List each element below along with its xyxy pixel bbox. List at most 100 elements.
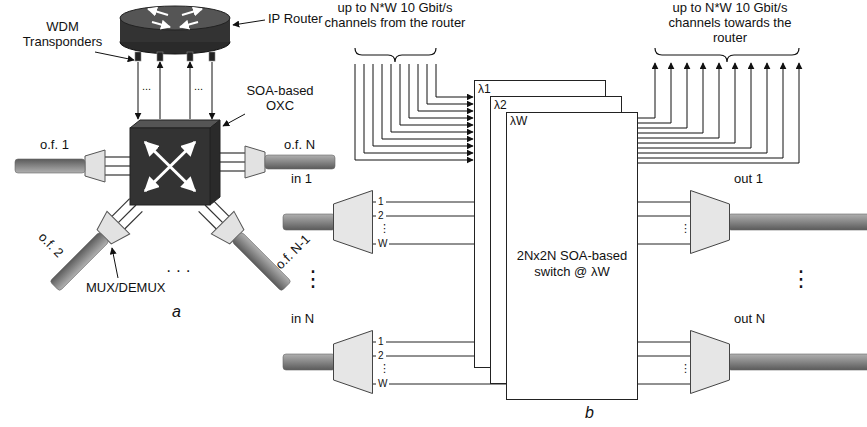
drawing-part [209, 52, 215, 61]
drawing-part [728, 214, 867, 230]
channel-line [638, 63, 799, 163]
drawing-part [355, 48, 436, 62]
trapezoid-shape [691, 191, 730, 254]
channel-line [418, 64, 473, 111]
channel-connector [373, 384, 506, 385]
switch-label: 2Nx2N SOA-based switch @ λW [513, 248, 631, 279]
port-number: 1 [376, 196, 386, 208]
trapezoid-shape [334, 191, 373, 254]
port-number: W [376, 238, 389, 250]
channel-line [638, 63, 655, 118]
transponders [135, 52, 215, 119]
drawing-part [152, 22, 170, 27]
port-name: out N [734, 311, 774, 326]
drawing-part [95, 52, 134, 60]
drawing-part [120, 6, 230, 30]
drawing-part [145, 142, 195, 191]
channel-line [638, 63, 735, 143]
drawing-part [223, 114, 245, 126]
wavelength-label: λ2 [491, 97, 510, 113]
trapezoid-outline [333, 190, 373, 254]
callout-label: SOA-based OXC [240, 84, 320, 114]
port-number: 2 [376, 350, 386, 362]
channel-line [436, 64, 473, 97]
port-number: 1 [376, 336, 386, 348]
demux-trapezoid: in 1 [333, 190, 373, 254]
drawing-part [728, 354, 867, 370]
trapezoid-shape [334, 331, 373, 394]
fiber [15, 150, 130, 182]
port-number: 2 [376, 210, 386, 222]
trapezoid-outline [690, 190, 730, 254]
channel-line [364, 64, 473, 153]
channel-line [409, 64, 473, 118]
drawing-part [210, 120, 220, 205]
channel-line [638, 63, 687, 128]
switch-plane: λW 2Nx2N SOA-based switch @ λW [506, 112, 638, 400]
port-name: out 1 [734, 171, 774, 186]
demux-trapezoid: in N [333, 330, 373, 394]
channel-connector [373, 342, 474, 343]
drawing-part [112, 248, 118, 278]
drawing-part [135, 52, 141, 61]
drawing-part [233, 20, 265, 25]
channel-line [638, 63, 767, 153]
mux-trapezoid: out N [690, 330, 730, 394]
ellipsis: ⋮ [790, 266, 812, 291]
brace [355, 48, 799, 62]
channel-connector [373, 356, 490, 357]
ellipsis: · · · [166, 262, 191, 280]
drawing-part [190, 62, 191, 119]
trapezoid-outline [690, 330, 730, 394]
oxc-box [130, 120, 220, 205]
trapezoid-shape [691, 331, 730, 394]
drawing-part [138, 62, 139, 119]
ellipsis: ... [194, 80, 203, 93]
ellipsis: ... [142, 80, 151, 93]
channel-line [391, 64, 473, 132]
ip-router [120, 6, 230, 54]
channel-line [638, 63, 751, 148]
panel-letter: b [585, 404, 594, 422]
channel-line [355, 64, 473, 160]
drawing-part [145, 142, 195, 191]
channel-line [638, 63, 671, 123]
channel-connector [373, 216, 490, 217]
drawing-part [182, 9, 202, 15]
ellipsis: ⋮ [379, 362, 390, 375]
channel-line [427, 64, 473, 104]
channel-line [638, 63, 703, 133]
drawing-part [148, 9, 168, 15]
leader-lines [95, 20, 265, 278]
port-number: W [376, 378, 389, 390]
callout-label: MUX/DEMUX [86, 281, 165, 296]
drawing-part [160, 62, 161, 119]
drawing-part [157, 52, 163, 61]
channel-line [638, 63, 719, 138]
callout-label: IP Router [268, 12, 323, 27]
ellipsis: ⋮ [680, 222, 691, 235]
callout-label: WDM Transponders [15, 20, 110, 50]
drawing-part [655, 48, 799, 62]
wavelength-label: λ1 [475, 81, 494, 97]
fiber [220, 146, 335, 178]
fiber-label: o.f. 1 [40, 138, 69, 153]
trapezoid-outline [333, 330, 373, 394]
channel-connector [638, 384, 690, 385]
wavelength-label: λW [507, 113, 530, 129]
drawing-part [130, 128, 210, 205]
channel-note: up to N*W 10 Gbit/s channels towards the… [652, 1, 808, 46]
drawing-part [187, 52, 193, 61]
panel-letter: a [172, 303, 181, 321]
channel-note: up to N*W 10 Gbit/s channels from the ro… [320, 1, 470, 31]
ellipsis: ⋮ [302, 266, 324, 291]
mux-trapezoid: out 1 [690, 190, 730, 254]
channel-connector [638, 244, 690, 245]
drawing-part [180, 22, 198, 27]
channel-connector [373, 202, 474, 203]
fiber [194, 194, 298, 298]
channel-line [373, 64, 473, 146]
port-name: in N [291, 311, 331, 326]
